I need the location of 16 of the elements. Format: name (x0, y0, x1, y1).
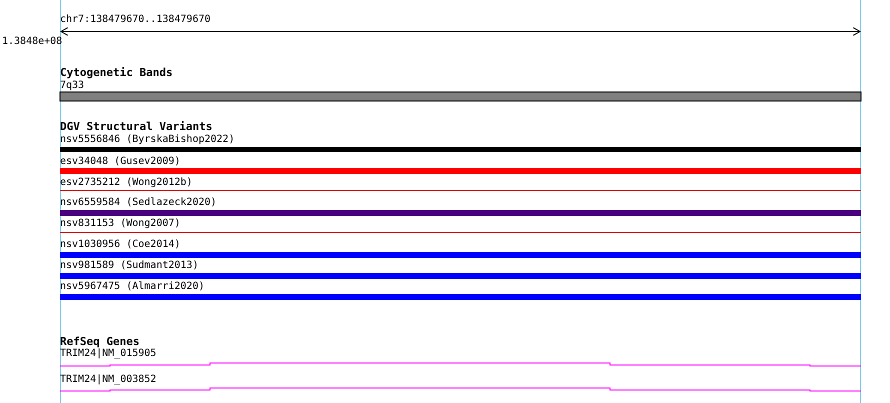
feature-label: 7q33 (60, 80, 84, 92)
feature-label: nsv831153 (Wong2007) (60, 218, 180, 230)
feature-label: esv2735212 (Wong2012b) (60, 177, 192, 189)
feature-label: TRIM24|NM_015905 (60, 348, 156, 360)
feature-label: nsv5967475 (Almarri2020) (60, 281, 204, 293)
track-title: Cytogenetic Bands (60, 67, 173, 79)
axis-tick-label: 1.3848e+08 (2, 36, 62, 48)
feature-label: esv34048 (Gusev2009) (60, 156, 180, 168)
feature-label: nsv981589 (Sudmant2013) (60, 260, 198, 272)
coordinate-range: chr7:138479670..138479670 (60, 14, 211, 26)
track-title: DGV Structural Variants (60, 121, 212, 133)
feature-label: nsv6559584 (Sedlazeck2020) (60, 197, 217, 209)
feature-label: nsv5556846 (ByrskaBishop2022) (60, 134, 235, 146)
feature-label: nsv1030956 (Coe2014) (60, 239, 180, 251)
feature-label: TRIM24|NM_003852 (60, 374, 156, 386)
track-title: RefSeq Genes (60, 336, 140, 348)
